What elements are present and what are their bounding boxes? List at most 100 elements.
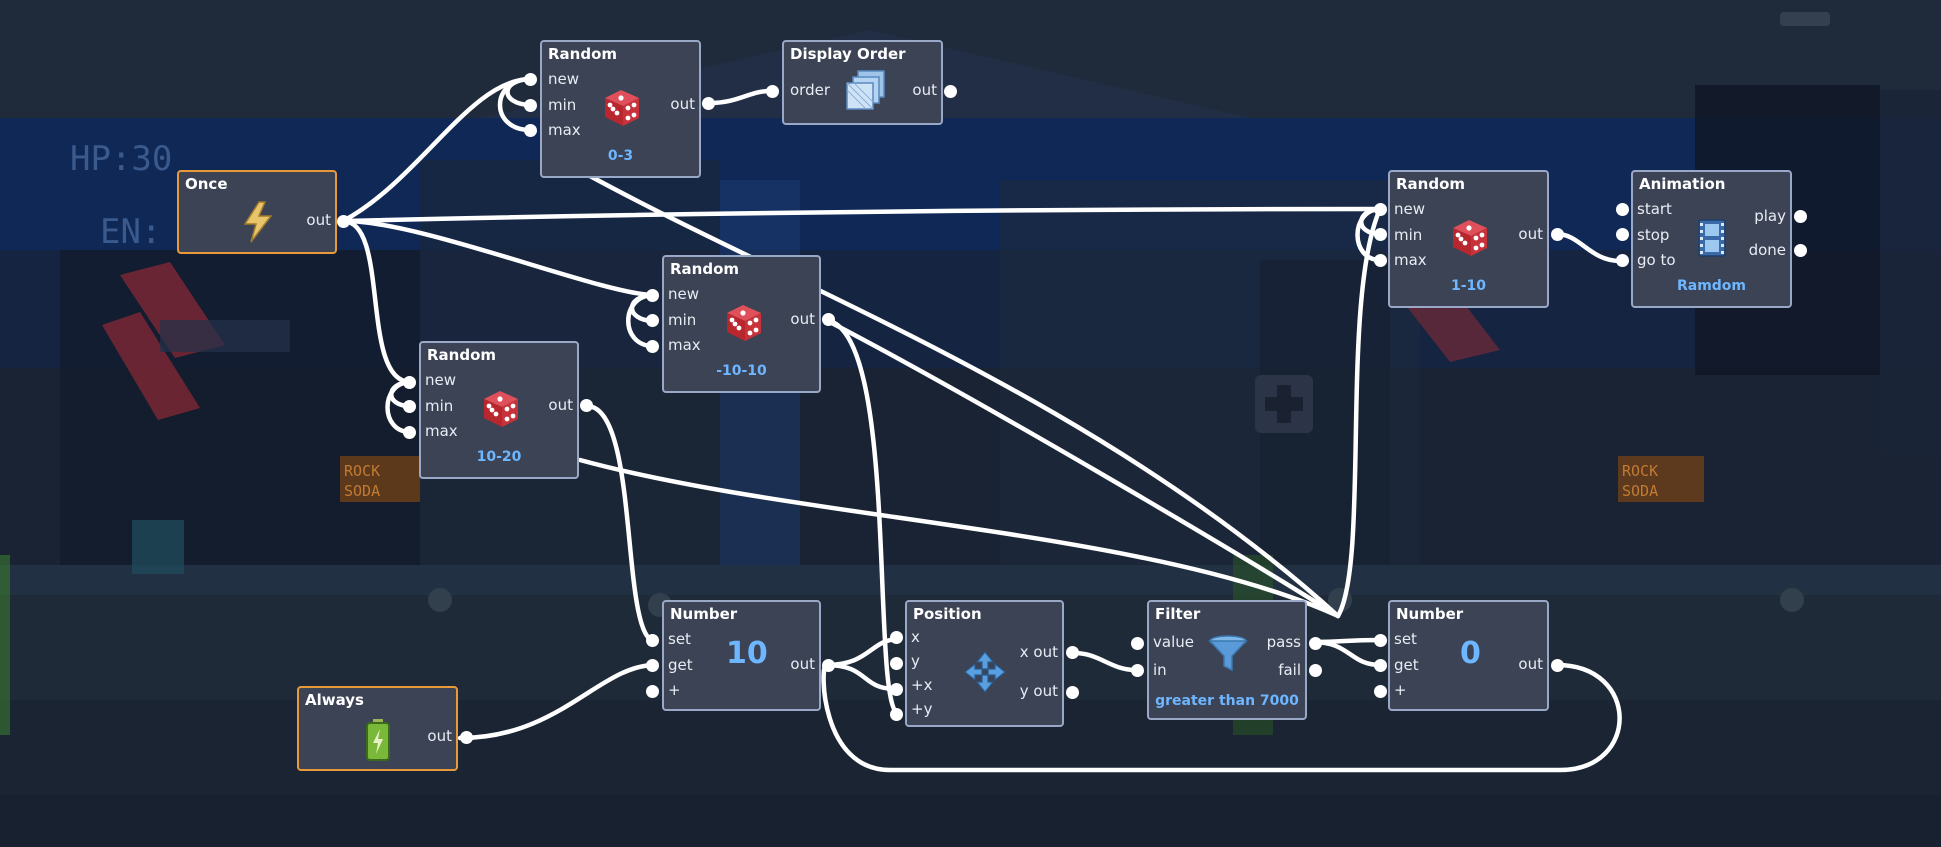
out-port-label: out xyxy=(912,81,937,99)
out-port-label: out xyxy=(790,655,815,673)
random-neg10-10-min-port[interactable] xyxy=(646,314,659,327)
number-node-0[interactable]: Number set get + out 0 xyxy=(1388,600,1549,711)
number-0-out-port[interactable] xyxy=(1551,659,1564,672)
random-node-10-20[interactable]: Random new min max out 10-20 xyxy=(419,341,579,479)
random-1-10-min-port[interactable] xyxy=(1374,228,1387,241)
animation-play-port[interactable] xyxy=(1794,210,1807,223)
min-port-label: min xyxy=(425,397,454,415)
random-0-3-out-port[interactable] xyxy=(702,97,715,110)
animation-stop-port[interactable] xyxy=(1616,228,1629,241)
y-out-port-label: y out xyxy=(1019,682,1058,700)
set-port-label: set xyxy=(668,630,691,648)
move-arrows-icon xyxy=(964,651,1006,693)
number-value: 0 xyxy=(1460,636,1481,671)
random-1-10-max-port[interactable] xyxy=(1374,254,1387,267)
max-port-label: max xyxy=(425,422,458,440)
random-neg10-10-new-port[interactable] xyxy=(646,289,659,302)
position-x-port[interactable] xyxy=(890,631,903,644)
random-node-0-3[interactable]: Random new min max out 0-3 xyxy=(540,40,701,178)
display-order-order-port[interactable] xyxy=(766,85,779,98)
random-0-3-max-port[interactable] xyxy=(524,124,537,137)
random-10-20-min-port[interactable] xyxy=(403,400,416,413)
max-port-label: max xyxy=(1394,251,1427,269)
node-title: Random xyxy=(548,45,618,63)
always-node[interactable]: Always out xyxy=(297,686,458,771)
get-port-label: get xyxy=(668,656,693,674)
number-0-add-port[interactable] xyxy=(1374,685,1387,698)
node-title: Filter xyxy=(1155,605,1201,623)
dice-icon xyxy=(727,305,761,341)
fail-port-label: fail xyxy=(1278,661,1301,679)
random-10-20-new-port[interactable] xyxy=(403,376,416,389)
position-y-out-port[interactable] xyxy=(1066,686,1079,699)
out-port-label: out xyxy=(790,310,815,328)
random-10-20-out-port[interactable] xyxy=(580,399,593,412)
number-10-set-port[interactable] xyxy=(646,634,659,647)
pass-port-label: pass xyxy=(1266,633,1301,651)
node-title: Number xyxy=(1396,605,1464,623)
number-0-set-port[interactable] xyxy=(1374,634,1387,647)
out-port-label: out xyxy=(670,95,695,113)
animation-done-port[interactable] xyxy=(1794,244,1807,257)
play-port-label: play xyxy=(1754,207,1786,225)
position-plus-x-port[interactable] xyxy=(890,683,903,696)
out-port-label: out xyxy=(306,211,331,229)
out-port-label: out xyxy=(427,727,452,745)
number-10-get-port[interactable] xyxy=(646,659,659,672)
min-port-label: min xyxy=(548,96,577,114)
filter-in-port[interactable] xyxy=(1131,664,1144,677)
node-title: Display Order xyxy=(790,45,906,63)
position-plus-y-port[interactable] xyxy=(890,708,903,721)
filter-pass-port[interactable] xyxy=(1309,637,1322,650)
random-0-3-new-port[interactable] xyxy=(524,73,537,86)
battery-icon xyxy=(366,719,390,761)
hud-hp: HP:30 xyxy=(70,139,172,179)
rock-soda-sign-right-line2: SODA xyxy=(1622,482,1658,500)
always-out-port[interactable] xyxy=(460,731,473,744)
random-node-1-10[interactable]: Random new min max out 1-10 xyxy=(1388,170,1549,308)
once-node[interactable]: Once out xyxy=(177,170,337,254)
random-1-10-new-port[interactable] xyxy=(1374,203,1387,216)
new-port-label: new xyxy=(668,285,700,303)
filter-node[interactable]: Filter value in pass fail greater than 7… xyxy=(1147,600,1307,720)
node-title: Always xyxy=(305,691,364,709)
out-port-label: out xyxy=(1518,655,1543,673)
random-neg10-10-max-port[interactable] xyxy=(646,340,659,353)
display-order-node[interactable]: Display Order order out xyxy=(782,40,943,125)
number-10-add-port[interactable] xyxy=(646,685,659,698)
animation-go-to-port[interactable] xyxy=(1616,254,1629,267)
dice-icon xyxy=(1453,220,1487,256)
random-1-10-out-port[interactable] xyxy=(1551,228,1564,241)
filter-fail-port[interactable] xyxy=(1309,664,1322,677)
once-out-port[interactable] xyxy=(337,215,350,228)
rock-soda-sign-left-line1: ROCK xyxy=(344,462,380,480)
random-0-3-min-port[interactable] xyxy=(524,99,537,112)
number-value: 10 xyxy=(726,636,768,671)
position-x-out-port[interactable] xyxy=(1066,646,1079,659)
in-port-label: in xyxy=(1153,661,1167,679)
animation-node[interactable]: Animation start stop go to play done Ram… xyxy=(1631,170,1792,308)
max-port-label: max xyxy=(668,336,701,354)
funnel-icon xyxy=(1208,635,1248,672)
position-y-port[interactable] xyxy=(890,657,903,670)
random-neg10-10-out-port[interactable] xyxy=(822,313,835,326)
node-title: Position xyxy=(913,605,982,623)
rock-soda-sign-right-line1: ROCK xyxy=(1622,462,1658,480)
range-value: -10-10 xyxy=(716,363,767,379)
position-node[interactable]: Position x y +x +y x out y out xyxy=(905,600,1064,727)
number-0-get-port[interactable] xyxy=(1374,659,1387,672)
number-10-out-port[interactable] xyxy=(822,659,835,672)
add-port-label: + xyxy=(1394,681,1407,699)
random-node-neg10-10[interactable]: Random new min max out -10-10 xyxy=(662,255,821,393)
random-10-20-max-port[interactable] xyxy=(403,426,416,439)
filter-value-port[interactable] xyxy=(1131,637,1144,650)
plus-y-port-label: +y xyxy=(911,700,933,718)
film-icon xyxy=(1698,219,1726,257)
display-order-out-port[interactable] xyxy=(944,85,957,98)
go-to-port-label: go to xyxy=(1637,251,1676,269)
number-node-10[interactable]: Number set get + out 10 xyxy=(662,600,821,711)
new-port-label: new xyxy=(548,70,580,88)
plus-x-port-label: +x xyxy=(911,676,933,694)
hud-en: EN: xyxy=(100,212,161,252)
animation-start-port[interactable] xyxy=(1616,203,1629,216)
